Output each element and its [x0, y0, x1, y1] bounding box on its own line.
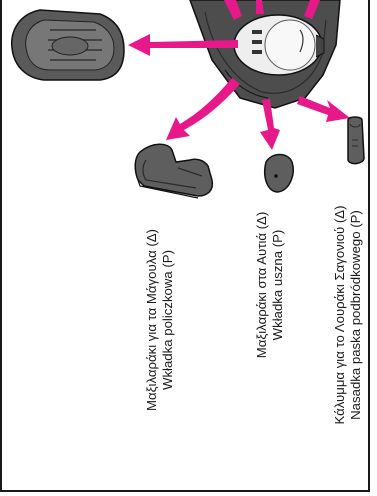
cheek-pad-label-greek: Μαξιλαράκι για τα Μάγουλα (Δ) [144, 170, 160, 470]
cheek-pad-label: Μαξιλαράκι για τα Μάγουλα (Δ) Wkładka po… [144, 170, 184, 470]
ear-pad-label-greek: Μαξιλαράκι στα Αυτιά (Δ) [254, 135, 270, 435]
chin-cover-label: Κάλυμμα για το Λουράκι Σαγονιού (Δ) Nasa… [332, 165, 372, 465]
chin-cover-label-greek: Κάλυμμα για το Λουράκι Σαγονιού (Δ) [332, 165, 348, 465]
ear-pad-label: Μαξιλαράκι στα Αυτιά (Δ) Wkładka uszna (… [254, 135, 294, 435]
helmet-interior-illustration [190, 0, 340, 108]
chin-cover-label-polish: Nasadka paska podbródkowego (P) [348, 165, 364, 465]
ear-pad-label-polish: Wkładka uszna (P) [270, 135, 286, 435]
chin-strap-cover-illustration [348, 117, 364, 164]
cheek-pad-label-polish: Wkładka policzkowa (P) [160, 170, 176, 470]
arrow-to-chin-cover [297, 96, 350, 122]
arrow-to-cheek-pad [166, 78, 240, 140]
crown-liner-illustration [12, 10, 124, 80]
